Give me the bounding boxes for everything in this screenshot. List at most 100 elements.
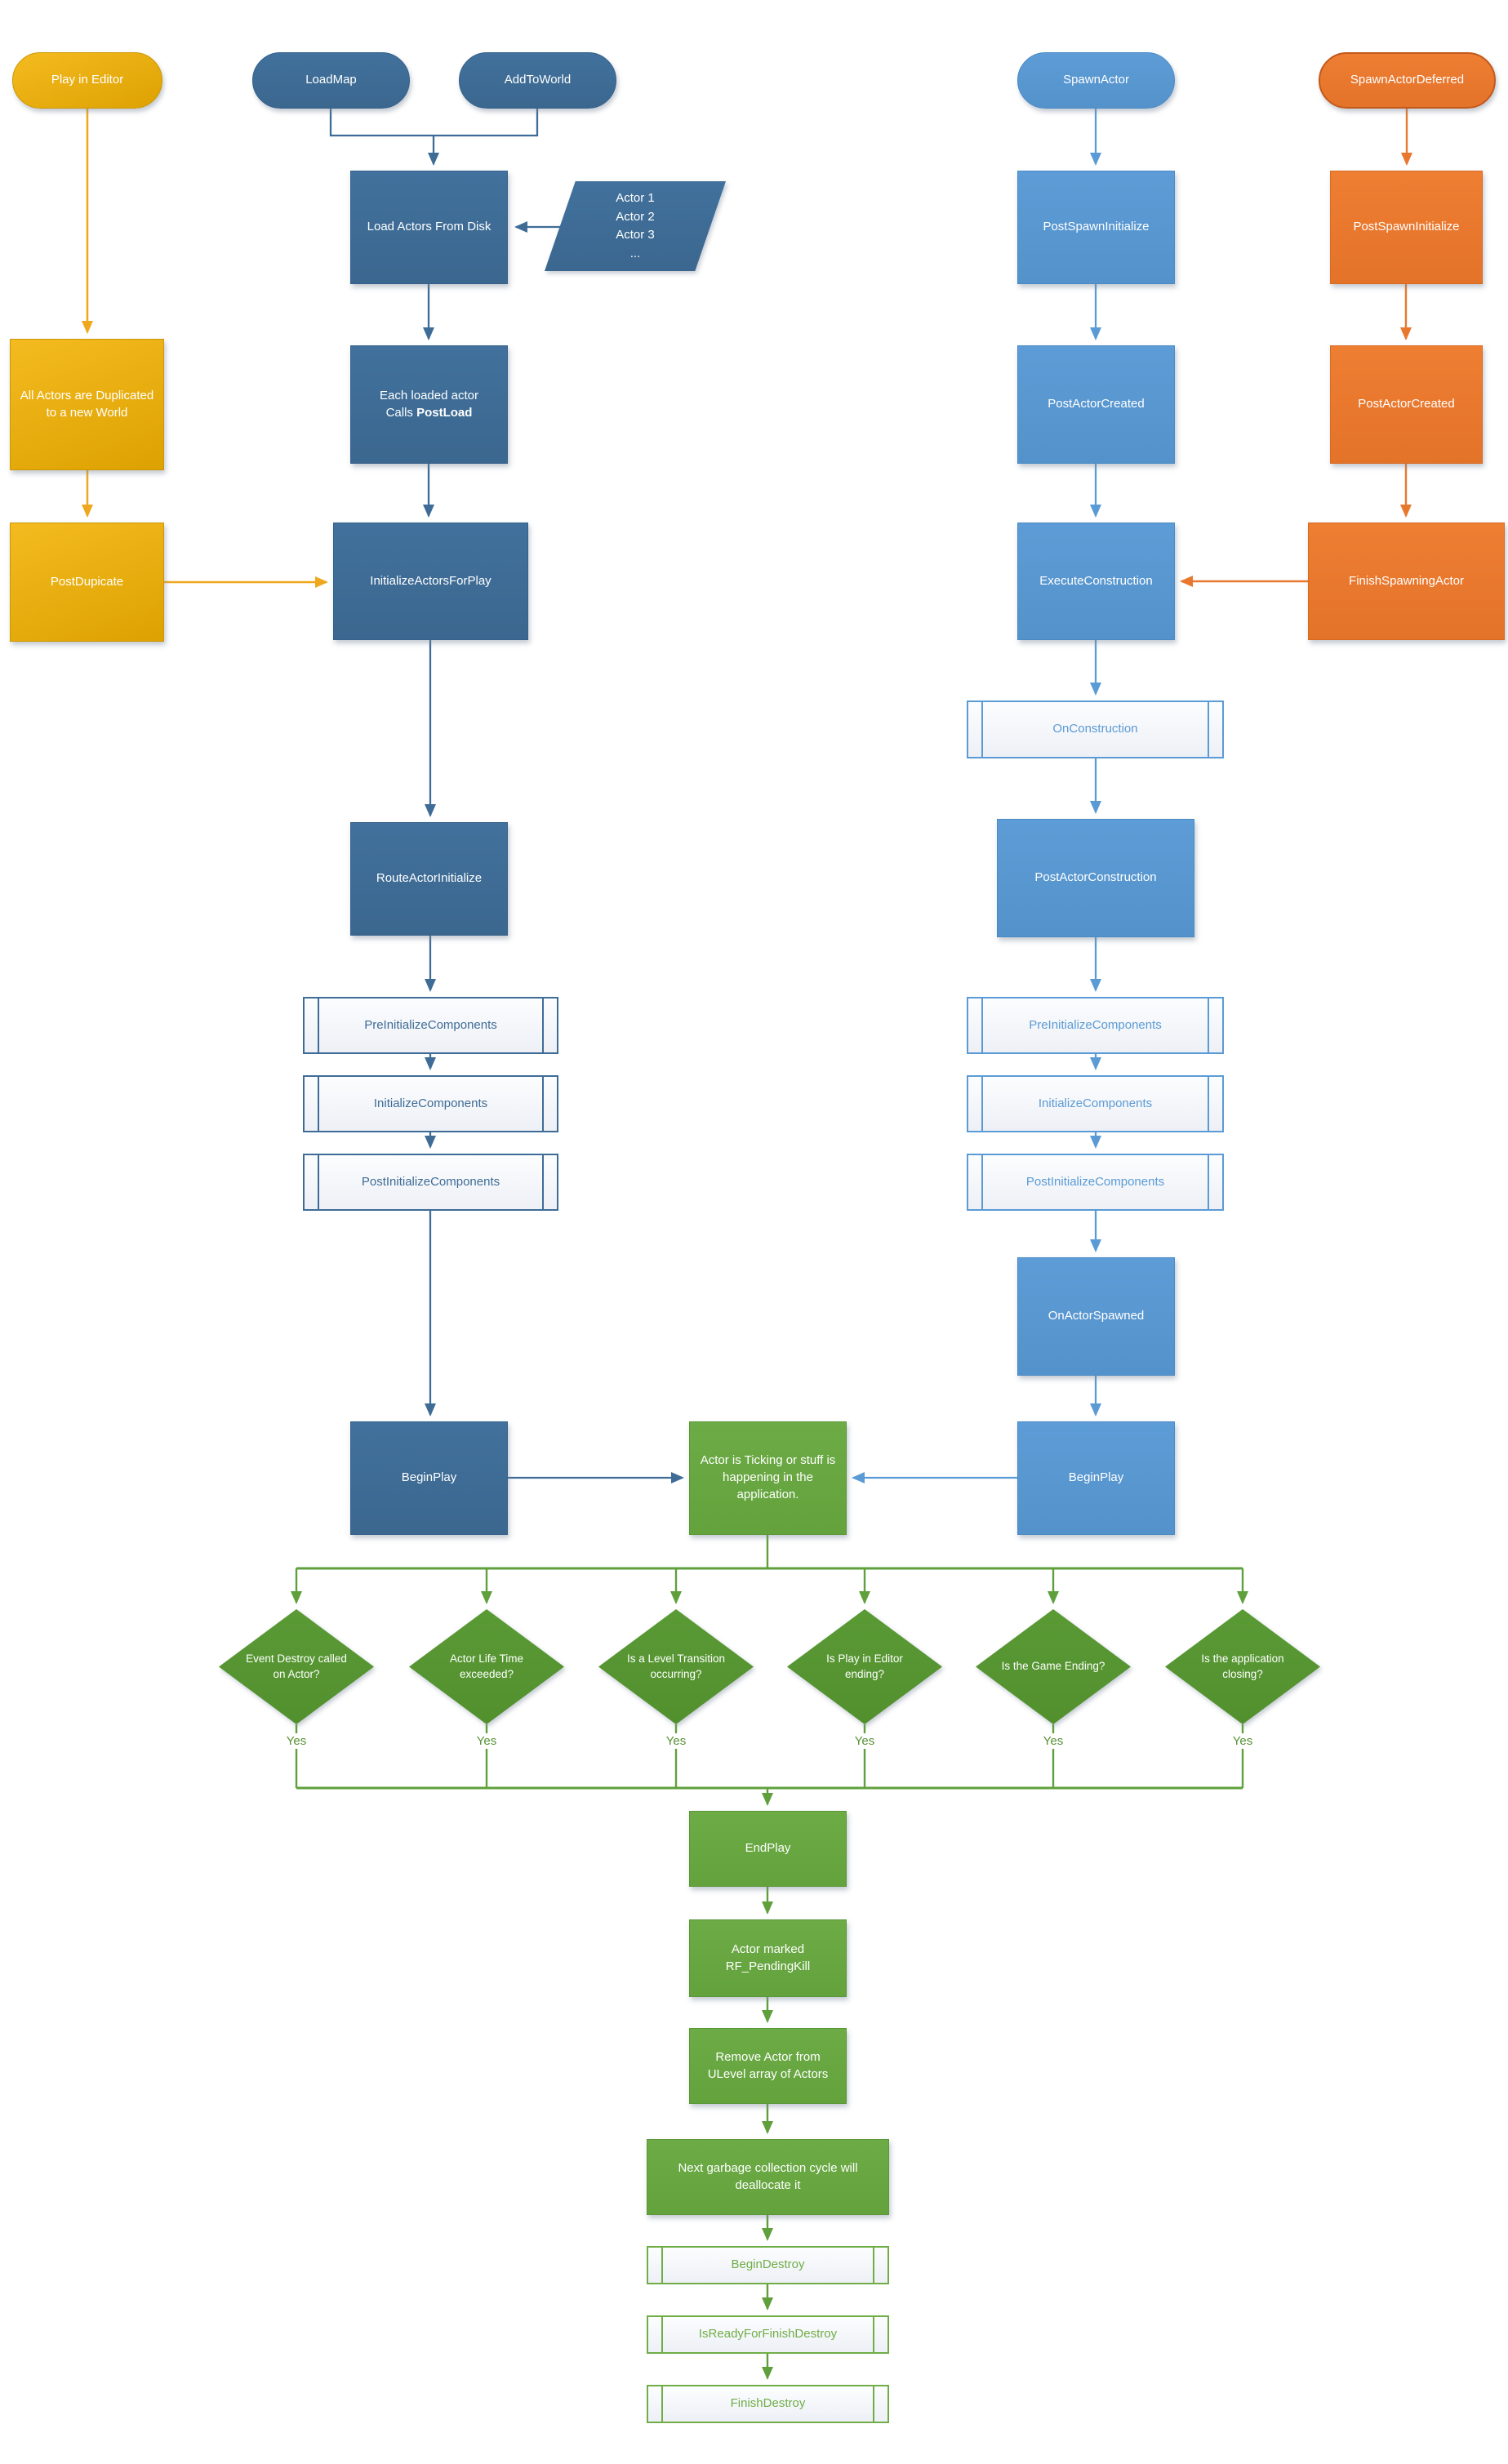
- process-label: Actor is Ticking or stuff is happening i…: [700, 1453, 836, 1501]
- process-execute-construction: ExecuteConstruction: [1017, 523, 1175, 640]
- subroutine-label: InitializeComponents: [373, 1096, 488, 1110]
- process-on-actor-spawned: OnActorSpawned: [1017, 1257, 1175, 1376]
- process-post-dupicate: PostDupicate: [10, 523, 164, 642]
- edge-label-yes: Yes: [658, 1733, 694, 1749]
- process-post-actor-created-deferred: PostActorCreated: [1330, 345, 1483, 464]
- process-label: PostSpawnInitialize: [1043, 220, 1150, 234]
- terminator-label: LoadMap: [305, 73, 357, 87]
- process-label: RouteActorInitialize: [376, 871, 483, 886]
- subroutine-label: OnConstruction: [1052, 722, 1138, 736]
- subroutine-label: IsReadyForFinishDestroy: [698, 2327, 838, 2342]
- process-route-actor-initialize: RouteActorInitialize: [350, 822, 508, 936]
- decision-label: Is the Game Ending?: [1001, 1660, 1105, 1673]
- actor-list-line: ...: [629, 246, 641, 260]
- process-label: PostActorConstruction: [1034, 870, 1157, 885]
- terminator-play-in-editor: Play in Editor: [12, 52, 162, 109]
- subroutine-is-ready-for-finish-destroy: IsReadyForFinishDestroy: [647, 2315, 889, 2354]
- actor-list-line: Actor 3: [616, 228, 655, 242]
- terminator-label: SpawnActor: [1063, 73, 1129, 87]
- decision-actor-life-time-exceeded: Actor Life Time exceeded?: [409, 1609, 564, 1724]
- terminator-label: Play in Editor: [51, 73, 124, 87]
- subroutine-pre-initialize-components-left: PreInitializeComponents: [303, 997, 558, 1054]
- process-label: InitializeActorsForPlay: [370, 573, 492, 588]
- process-label: Remove Actor from ULevel array of Actors: [707, 2049, 829, 2081]
- decision-event-destroy-called: Event Destroy called on Actor?: [219, 1609, 374, 1724]
- process-label: PostDupicate: [50, 574, 124, 589]
- terminator-spawn-actor-deferred: SpawnActorDeferred: [1319, 52, 1496, 109]
- process-all-actors-duplicated: All Actors are Duplicated to a new World: [10, 339, 164, 470]
- process-post-actor-construction: PostActorConstruction: [997, 819, 1194, 937]
- subroutine-on-construction: OnConstruction: [967, 701, 1224, 758]
- process-actor-ticking: Actor is Ticking or stuff is happening i…: [689, 1421, 847, 1535]
- process-label: Each loaded actor Calls PostLoad: [380, 388, 478, 421]
- process-label: BeginPlay: [401, 1470, 457, 1485]
- subroutine-label: PreInitializeComponents: [364, 1017, 497, 1032]
- decision-label: Is Play in Editor ending?: [826, 1652, 903, 1680]
- process-label: PostActorCreated: [1358, 397, 1455, 411]
- process-initialize-actors-for-play: InitializeActorsForPlay: [333, 523, 528, 640]
- subroutine-pre-initialize-components-right: PreInitializeComponents: [967, 997, 1224, 1054]
- subroutine-label: PostInitializeComponents: [361, 1174, 500, 1189]
- subroutine-post-initialize-components-left: PostInitializeComponents: [303, 1154, 558, 1211]
- subroutine-label: PostInitializeComponents: [1025, 1174, 1165, 1189]
- process-remove-actor-from-ulevel: Remove Actor from ULevel array of Actors: [689, 2028, 847, 2104]
- actor-list-lines: Actor 1 Actor 2 Actor 3 ...: [616, 189, 655, 263]
- process-post-spawn-initialize-spawn: PostSpawnInitialize: [1017, 171, 1175, 284]
- process-post-actor-created-spawn: PostActorCreated: [1017, 345, 1175, 464]
- terminator-add-to-world: AddToWorld: [459, 52, 616, 109]
- subroutine-label: BeginDestroy: [731, 2257, 805, 2272]
- terminator-label: AddToWorld: [504, 73, 572, 87]
- terminator-load-map: LoadMap: [252, 52, 410, 109]
- decision-application-closing: Is the application closing?: [1165, 1609, 1320, 1724]
- subroutine-initialize-components-right: InitializeComponents: [967, 1075, 1224, 1132]
- data-actor-list: Actor 1 Actor 2 Actor 3 ...: [545, 181, 726, 271]
- edge-label-yes: Yes: [847, 1733, 883, 1749]
- edge-label-yes: Yes: [1225, 1733, 1261, 1749]
- terminator-label: SpawnActorDeferred: [1350, 73, 1465, 87]
- decision-game-ending: Is the Game Ending?: [976, 1609, 1131, 1724]
- process-end-play: EndPlay: [689, 1811, 847, 1887]
- postload-line2-bold: PostLoad: [416, 405, 473, 420]
- process-label: FinishSpawningActor: [1349, 573, 1464, 588]
- process-label: PostActorCreated: [1048, 397, 1145, 411]
- process-next-garbage-collection: Next garbage collection cycle will deall…: [647, 2139, 889, 2215]
- process-label: EndPlay: [745, 1841, 791, 1856]
- edge-label-yes: Yes: [469, 1733, 505, 1749]
- process-label: Next garbage collection cycle will deall…: [678, 2160, 858, 2192]
- process-begin-play-left: BeginPlay: [350, 1421, 508, 1535]
- subroutine-label: InitializeComponents: [1038, 1096, 1153, 1110]
- actor-list-line: Actor 1: [616, 191, 655, 205]
- process-label: OnActorSpawned: [1048, 1309, 1145, 1323]
- process-label: Load Actors From Disk: [367, 220, 492, 234]
- decision-label: Is the application closing?: [1201, 1652, 1284, 1680]
- subroutine-label: FinishDestroy: [730, 2396, 806, 2411]
- process-label: PostSpawnInitialize: [1353, 220, 1460, 234]
- process-finish-spawning-actor: FinishSpawningActor: [1308, 523, 1505, 640]
- subroutine-begin-destroy: BeginDestroy: [647, 2246, 889, 2284]
- process-label: BeginPlay: [1068, 1470, 1124, 1485]
- postload-line2-prefix: Calls: [385, 405, 417, 420]
- postload-line1: Each loaded actor: [380, 388, 478, 403]
- edge-label-yes: Yes: [278, 1733, 314, 1749]
- subroutine-finish-destroy: FinishDestroy: [647, 2385, 889, 2423]
- subroutine-initialize-components-left: InitializeComponents: [303, 1075, 558, 1132]
- decision-play-in-editor-ending: Is Play in Editor ending?: [787, 1609, 942, 1724]
- process-label: All Actors are Duplicated to a new World: [20, 388, 154, 420]
- subroutine-post-initialize-components-right: PostInitializeComponents: [967, 1154, 1224, 1211]
- decision-label: Event Destroy called on Actor?: [246, 1652, 347, 1680]
- process-label: ExecuteConstruction: [1039, 573, 1153, 588]
- process-label: Actor marked RF_PendingKill: [725, 1941, 811, 1973]
- process-begin-play-right: BeginPlay: [1017, 1421, 1175, 1535]
- process-actor-marked-pending-kill: Actor marked RF_PendingKill: [689, 1919, 847, 1997]
- process-load-actors-from-disk: Load Actors From Disk: [350, 171, 508, 284]
- decision-level-transition-occurring: Is a Level Transition occurring?: [598, 1609, 754, 1724]
- process-post-spawn-initialize-deferred: PostSpawnInitialize: [1330, 171, 1483, 284]
- decision-label: Actor Life Time exceeded?: [449, 1652, 524, 1680]
- terminator-spawn-actor: SpawnActor: [1017, 52, 1175, 109]
- decision-label: Is a Level Transition occurring?: [626, 1652, 726, 1680]
- subroutine-label: PreInitializeComponents: [1029, 1017, 1162, 1032]
- edge-label-yes: Yes: [1035, 1733, 1071, 1749]
- actor-list-line: Actor 2: [616, 209, 655, 224]
